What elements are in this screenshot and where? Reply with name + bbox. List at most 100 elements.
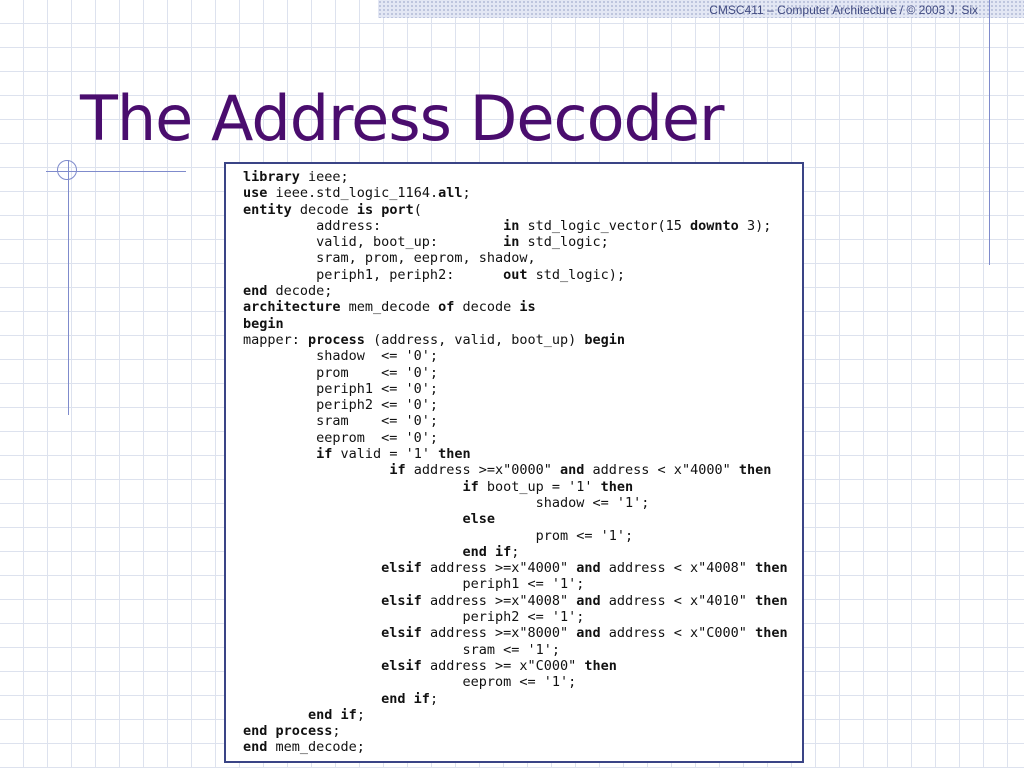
code-keyword: then [584,657,617,674]
code-text [243,691,381,707]
code-text [243,625,381,641]
code-text [243,707,308,723]
code-text [243,658,381,674]
code-line: address: in std_logic_vector(15 downto 3… [243,218,788,234]
code-text: ; [511,543,520,560]
code-line: sram <= '0'; [243,413,788,429]
code-listing: library ieee;use ieee.std_logic_1164.all… [243,169,788,756]
code-line: entity decode is port( [243,202,788,218]
code-line: architecture mem_decode of decode is [243,299,788,315]
code-text: periph1 <= '1'; [243,576,585,593]
code-line: sram <= '1'; [243,642,788,658]
code-keyword: process [308,331,365,348]
code-keyword: use [243,185,268,202]
code-text: ieee; [299,169,349,185]
code-line: if boot_up = '1' then [243,479,788,495]
code-keyword: begin [243,315,284,332]
code-keyword: downto [690,217,739,234]
code-keyword: begin [584,331,626,348]
header-text: CMSC411 – Computer Architecture / © 2003… [709,3,978,17]
code-text [243,511,462,527]
code-keyword: end [243,739,268,756]
code-keyword: in [503,234,520,251]
decorative-circle [57,160,77,180]
code-text: address: [243,217,504,234]
code-text: address < x"C000" [600,625,756,642]
code-line: prom <= '1'; [243,528,788,544]
code-text: (address, valid, boot_up) [364,331,585,348]
code-text: address >=x"4008" [421,592,577,609]
code-text: prom <= '0'; [243,364,439,381]
code-keyword: end if [381,690,430,707]
code-line: end mem_decode; [243,739,788,755]
code-text: valid = '1' [332,446,439,463]
slide-title: The Address Decoder [80,82,725,155]
code-line: library ieee; [243,169,788,185]
code-line: mapper: process (address, valid, boot_up… [243,332,788,348]
code-line: elsif address >=x"8000" and address < x"… [243,625,788,642]
code-text: ; [429,690,439,707]
code-text: address >=x"4000" [421,560,577,577]
code-keyword: in [503,217,520,234]
code-keyword: elsif [381,657,422,674]
code-line: elsif address >=x"4000" and address < x"… [243,560,788,577]
code-text [243,544,462,560]
code-keyword: architecture [243,299,341,316]
code-line: periph2 <= '1'; [243,609,788,625]
code-keyword: port [381,201,414,218]
code-line: end process; [243,723,788,739]
code-keyword: out [503,266,528,283]
code-text: decode; [267,283,333,300]
code-text: std_logic); [527,266,626,283]
code-text [243,560,381,576]
code-keyword: else [462,511,495,528]
code-text: eeprom <= '1'; [243,674,577,691]
code-text: ; [356,706,365,723]
code-line: eeprom <= '0'; [243,430,788,446]
code-line: if valid = '1' then [243,446,788,462]
code-keyword: library [243,169,300,185]
code-text [243,462,389,478]
code-line: eeprom <= '1'; [243,674,788,690]
code-keyword: is [356,201,374,218]
code-text: decode [454,299,520,316]
code-line: periph2 <= '0'; [243,397,788,413]
code-text: sram, prom, eeprom, shadow, [243,250,536,267]
code-text: shadow <= '1'; [243,494,650,511]
code-line: if address >=x"0000" and address < x"400… [243,462,788,478]
code-line: valid, boot_up: in std_logic; [243,234,788,250]
code-keyword: of [438,299,455,316]
code-keyword: then [755,560,788,577]
code-line: begin [243,316,788,332]
code-text: std_logic_vector(15 [519,217,691,234]
code-keyword: then [738,462,772,479]
code-text: periph1 <= '0'; [243,380,439,397]
code-keyword: end if [462,543,512,560]
code-keyword: elsif [381,625,422,642]
code-line: end if; [243,544,788,560]
code-keyword: entity [243,201,292,218]
code-text: periph2 <= '0'; [243,397,439,414]
code-line: else [243,511,788,527]
code-text [243,446,316,462]
code-text: mem_decode [340,299,439,316]
code-text: ( [413,201,422,218]
code-text: address >= x"C000" [421,657,585,674]
header-band: CMSC411 – Computer Architecture / © 2003… [378,0,1024,18]
code-keyword: then [438,446,471,463]
code-text: periph1, periph2: [243,266,504,283]
code-line: periph1 <= '0'; [243,381,788,397]
code-text [373,202,381,218]
code-line: shadow <= '0'; [243,348,788,364]
code-text: ; [332,723,341,740]
code-text: 3); [738,217,772,234]
code-text: mem_decode; [267,739,365,756]
code-keyword: then [600,478,634,495]
code-keyword: end if [308,706,357,723]
code-text: ; [462,185,471,202]
code-text: ieee.std_logic_1164. [267,185,439,202]
code-text: address >=x"8000" [421,625,577,642]
code-text: decode [291,201,357,218]
code-keyword: then [755,625,788,642]
